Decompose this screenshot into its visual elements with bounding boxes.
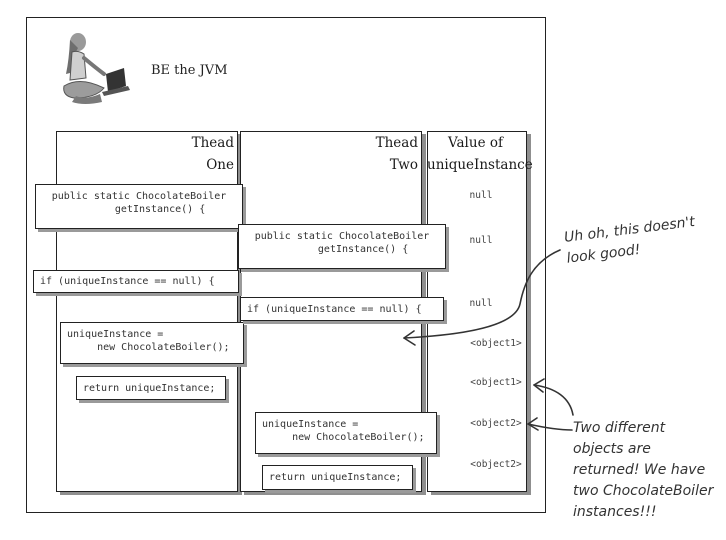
thread-one-header: Thead One bbox=[80, 132, 234, 176]
annotation-two-objects-line2: objects are bbox=[573, 441, 651, 457]
value-header-line1: Value of bbox=[448, 135, 503, 151]
annotation-two-objects: Two different objects are returned! We h… bbox=[573, 418, 713, 523]
value-step-1: null bbox=[469, 190, 493, 201]
value-step-2: null bbox=[469, 235, 493, 246]
thread-one-header-line2: One bbox=[206, 157, 234, 173]
thread-two-getinstance-box: public static ChocolateBoiler getInstanc… bbox=[238, 224, 446, 269]
value-step-3: null bbox=[469, 298, 493, 309]
thread-two-assign-box: uniqueInstance = new ChocolateBoiler(); bbox=[255, 412, 437, 454]
thread-one-assign-box: uniqueInstance = new ChocolateBoiler(); bbox=[60, 322, 244, 364]
annotation-two-objects-line5: instances!!! bbox=[573, 504, 657, 520]
thread-two-header-line1: Thead bbox=[375, 135, 418, 151]
value-step-4: <object1> bbox=[470, 338, 522, 349]
thread-one-return-box: return uniqueInstance; bbox=[76, 376, 226, 400]
thread-one-getinstance-box: public static ChocolateBoiler getInstanc… bbox=[35, 184, 243, 229]
thread-two-header-line2: Two bbox=[389, 157, 418, 173]
thread-two-header: Thead Two bbox=[264, 132, 418, 176]
page-title: BE the JVM bbox=[151, 63, 228, 78]
annotation-two-objects-line4: two ChocolateBoiler bbox=[573, 483, 714, 499]
thread-two-if-null-box: if (uniqueInstance == null) { bbox=[240, 297, 444, 321]
thread-one-if-null-box: if (uniqueInstance == null) { bbox=[33, 270, 239, 293]
annotation-two-objects-line1: Two different bbox=[573, 420, 666, 436]
jvm-person-illustration bbox=[63, 33, 130, 104]
value-step-5: <object1> bbox=[470, 377, 522, 388]
value-step-7: <object2> bbox=[470, 459, 522, 470]
thread-two-return-box: return uniqueInstance; bbox=[262, 465, 413, 490]
annotation-uh-oh: Uh oh, this doesn't look good! bbox=[563, 212, 699, 270]
value-column-header: Value of uniqueInstance bbox=[427, 132, 533, 176]
value-step-6: <object2> bbox=[470, 418, 522, 429]
value-header-line2: uniqueInstance bbox=[427, 157, 533, 173]
thread-one-header-line1: Thead bbox=[191, 135, 234, 151]
annotation-two-objects-line3: returned! We have bbox=[573, 462, 706, 478]
